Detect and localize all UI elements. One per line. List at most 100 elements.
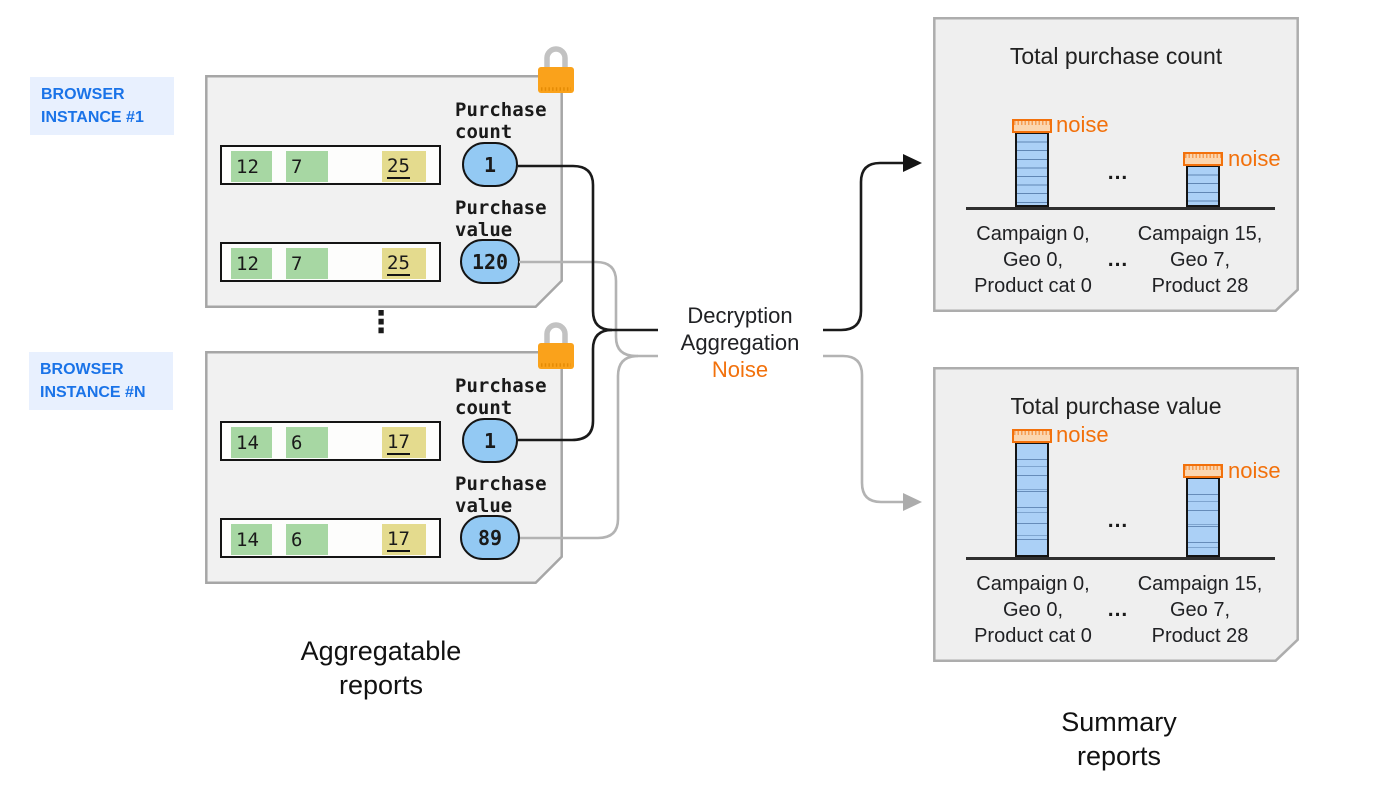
noise-label: noise (1228, 458, 1281, 483)
summary-report-value: Total purchase value noise ... noise Cam… (933, 367, 1299, 662)
purchase-count-value: 1 (462, 142, 518, 187)
label-line: Purchase (455, 197, 547, 219)
more-reports-ellipsis: ⋮ (366, 305, 396, 340)
chart-title: Total purchase count (1009, 43, 1223, 69)
pill-value: 1 (483, 428, 497, 453)
key-cell: 6 (286, 524, 328, 555)
noise-cap (1012, 429, 1052, 443)
category-label: Campaign 0, Geo 0, Product cat 0 (941, 221, 1125, 299)
pipeline-step-aggregation: Aggregation (680, 330, 800, 355)
category-line: Campaign 0, (976, 573, 1090, 595)
key-cell-value: 12 (236, 252, 259, 275)
key-cell-value: 25 (387, 251, 410, 276)
key-cell-highlight: 17 (382, 427, 426, 458)
pill-value: 1 (483, 152, 497, 177)
pill-value: 89 (477, 525, 503, 550)
lock-icon (538, 322, 574, 369)
key-cell-value: 14 (236, 528, 259, 551)
key-cell: 7 (286, 248, 328, 279)
noise-cap (1183, 152, 1223, 166)
badge-line: BROWSER (41, 86, 125, 103)
aggregatable-report-card-n: 14 6 17 14 6 17 Purchase count 1 Purchas… (205, 322, 574, 584)
key-cell: 12 (231, 151, 272, 182)
badge-line: INSTANCE #1 (41, 109, 144, 126)
aggregation-key-row: 14 6 17 (220, 421, 441, 461)
value-bar-campaign0 (1015, 442, 1049, 557)
summary-reports-caption: Summary reports (994, 705, 1244, 773)
x-axis (966, 557, 1275, 560)
label-line: count (455, 397, 513, 419)
key-cell-value: 6 (291, 528, 303, 551)
pipeline-step-noise: Noise (711, 357, 769, 382)
category-label: Campaign 15, Geo 7, Product 28 (1108, 571, 1292, 649)
pill-value: 120 (471, 249, 509, 274)
key-cell-value: 6 (291, 431, 303, 454)
caption-line: reports (1076, 741, 1162, 771)
category-line: Product 28 (1151, 275, 1249, 297)
omitted-categories-ellipsis: ... (1107, 248, 1129, 271)
purchase-count-label: Purchase count (455, 99, 547, 143)
category-line: Product cat 0 (974, 625, 1092, 647)
purchase-count-label: Purchase count (455, 375, 547, 419)
category-line: Geo 0, (1002, 249, 1064, 271)
value-arrowhead (903, 493, 922, 511)
label-line: Purchase (455, 473, 547, 495)
key-cell-highlight: 25 (382, 248, 426, 279)
noise-label: noise (1228, 146, 1281, 171)
purchase-value-value: 120 (460, 239, 520, 284)
category-label: Campaign 15, Geo 7, Product 28 (1108, 221, 1292, 299)
aggregation-key-row: 12 7 25 (220, 145, 441, 185)
noise-label: noise (1056, 112, 1109, 137)
badge-line: INSTANCE #N (40, 384, 146, 401)
count-bar-campaign15 (1186, 165, 1220, 207)
label-line: count (455, 121, 513, 143)
key-cell: 12 (231, 248, 272, 279)
key-cell-value: 7 (291, 252, 303, 275)
key-cell: 14 (231, 427, 272, 458)
category-line: Campaign 15, (1137, 223, 1263, 245)
pipeline-steps: Decryption Aggregation Noise (640, 302, 840, 383)
browser-instance-1-badge: BROWSER INSTANCE #1 (30, 77, 174, 135)
label-line: Purchase (455, 375, 547, 397)
key-cell-highlight: 25 (382, 151, 426, 182)
category-label: Campaign 0, Geo 0, Product cat 0 (941, 571, 1125, 649)
purchase-count-value: 1 (462, 418, 518, 463)
omitted-categories-ellipsis: ... (1107, 598, 1129, 621)
label-line: value (455, 219, 513, 241)
noise-cap (1012, 119, 1052, 133)
lock-icon (538, 46, 574, 93)
category-line: Product cat 0 (974, 275, 1092, 297)
caption-line: Summary (1061, 707, 1177, 737)
count-bar-campaign0 (1015, 132, 1049, 207)
value-bar-campaign15 (1186, 477, 1220, 557)
count-arrowhead (903, 154, 922, 172)
category-line: Product 28 (1151, 625, 1249, 647)
key-cell: 6 (286, 427, 328, 458)
pipeline-step-decryption: Decryption (687, 303, 793, 328)
chart-title: Total purchase value (1010, 393, 1222, 419)
label-line: Purchase (455, 99, 547, 121)
caption-line: reports (338, 670, 424, 700)
badge-line: BROWSER (40, 361, 124, 378)
purchase-value-label: Purchase value (455, 473, 547, 517)
browser-instance-n-badge: BROWSER INSTANCE #N (29, 352, 173, 410)
noise-cap (1183, 464, 1223, 478)
aggregatable-report-card-1: 12 7 25 12 7 25 Purchase count 1 Purchas… (205, 46, 574, 308)
category-line: Geo 7, (1169, 599, 1231, 621)
key-cell-value: 17 (387, 527, 410, 552)
omitted-bars-ellipsis: ... (1107, 161, 1129, 184)
caption-line: Aggregatable (300, 636, 462, 666)
x-axis (966, 207, 1275, 210)
label-line: value (455, 495, 513, 517)
omitted-bars-ellipsis: ... (1107, 509, 1129, 532)
aggregation-key-row: 14 6 17 (220, 518, 441, 558)
category-line: Campaign 0, (976, 223, 1090, 245)
category-line: Geo 7, (1169, 249, 1231, 271)
key-cell: 14 (231, 524, 272, 555)
key-cell-value: 17 (387, 430, 410, 455)
key-cell-value: 25 (387, 154, 410, 179)
category-line: Geo 0, (1002, 599, 1064, 621)
purchase-value-label: Purchase value (455, 197, 547, 241)
key-cell-value: 12 (236, 155, 259, 178)
